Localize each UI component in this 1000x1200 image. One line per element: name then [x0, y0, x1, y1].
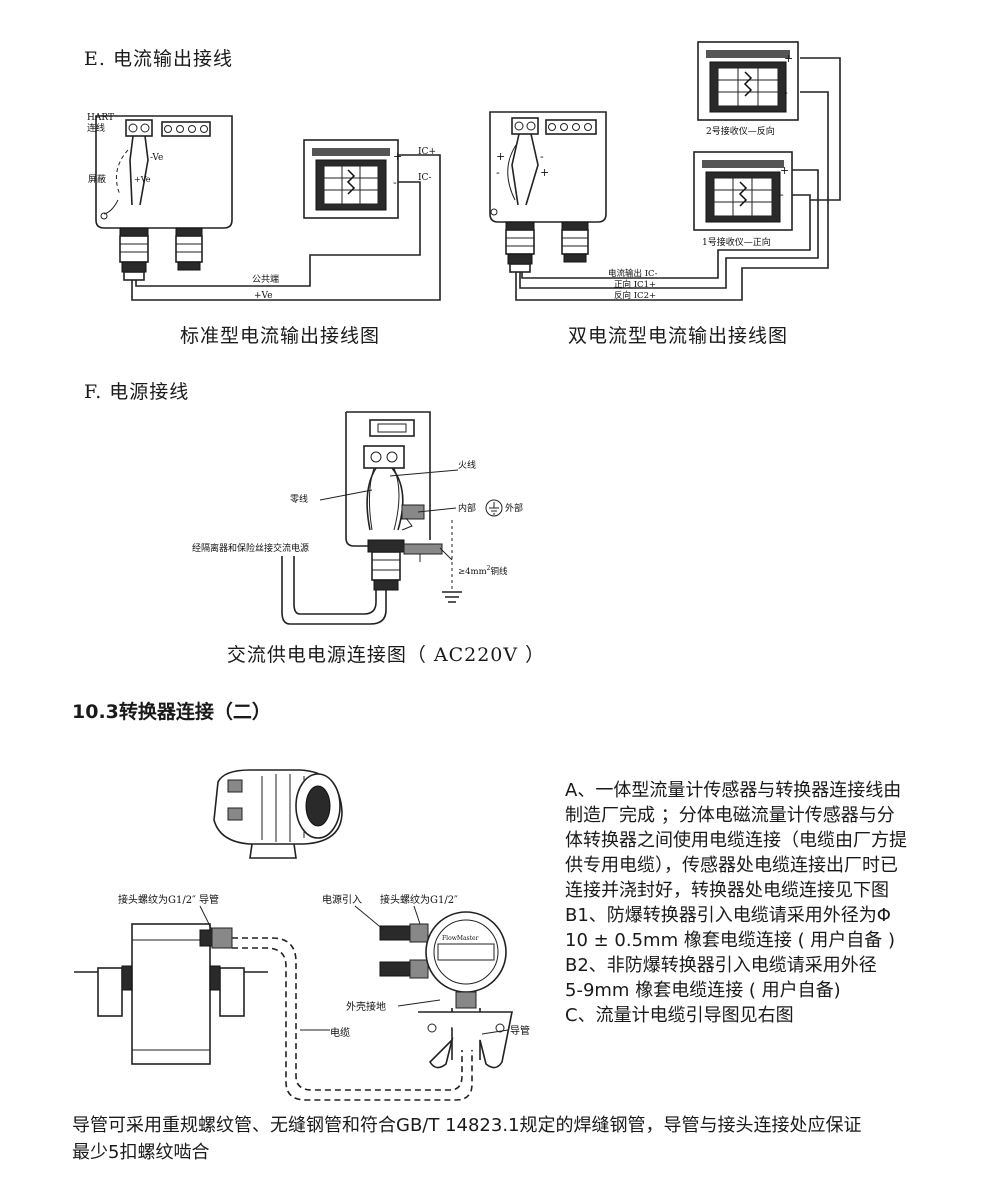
fwd-ic1-label: 正向 IC1+: [614, 279, 656, 290]
hart-wire-label: 连线: [87, 122, 105, 134]
pve-label: +Ve: [254, 291, 273, 301]
svg-text:+: +: [540, 166, 549, 179]
cable-label: 电缆: [330, 1026, 350, 1039]
ac-power-caption: 交流供电电源连接图（ AC220V ）: [226, 644, 546, 666]
hart-label: HART: [87, 113, 114, 123]
recv1-plus: +: [780, 164, 789, 177]
power-in-label: 电源引入: [322, 893, 362, 906]
thread-right-label: 接头螺纹为G1/2″: [380, 893, 458, 906]
brand-label: FlowMaster: [442, 935, 479, 942]
shield-label: 屏蔽: [88, 173, 106, 185]
receiver1-label: 1号接收仪—正向: [702, 236, 771, 248]
section-10-3-heading: 10.3转换器连接（二）: [72, 701, 271, 723]
neg-ve-label: -Ve: [150, 153, 163, 163]
external-label: 外部: [505, 502, 523, 514]
svg-text:+: +: [496, 150, 505, 163]
rev-ic2-label: 反向 IC2+: [614, 290, 656, 301]
copper-wire-label: ≥4mm2铜线: [458, 565, 508, 577]
thread-left-label: 接头螺纹为G1/2″ 导管: [118, 893, 219, 906]
section-f-heading: F. 电源接线: [84, 381, 190, 403]
section-e-heading: E. 电流输出接线: [84, 48, 233, 70]
footer-note: 导管可采用重规螺纹管、无缝钢管和符合GB/T 14823.1规定的焊缝钢管，导管…: [72, 1112, 972, 1166]
ic-pos-label: IC+: [418, 147, 436, 157]
recv1-minus: -: [780, 188, 784, 201]
svg-text:-: -: [540, 150, 544, 163]
dual-diagram-caption: 双电流型电流输出接线图: [567, 325, 788, 347]
footer-line-2: 最少5扣螺纹啮合: [72, 1142, 210, 1163]
receiver2-label: 2号接收仪—反向: [706, 125, 775, 137]
recv2-plus: +: [784, 52, 793, 65]
standard-diagram-caption: 标准型电流输出接线图: [179, 325, 380, 347]
internal-label: 内部: [458, 502, 476, 514]
conduit-label: 导管: [510, 1024, 530, 1037]
plus-terminal: +: [393, 150, 402, 163]
recv2-minus: -: [784, 86, 788, 99]
minus-terminal: -: [393, 176, 397, 189]
footer-line-1: 导管可采用重规螺纹管、无缝钢管和符合GB/T 14823.1规定的焊缝钢管，导管…: [72, 1115, 862, 1136]
common-label: 公共端: [252, 273, 279, 285]
shell-ground-label: 外壳接地: [346, 1000, 386, 1013]
ic-neg-label: IC-: [418, 173, 431, 183]
power-source-label: 经隔离器和保险丝接交流电源: [192, 542, 309, 554]
neutral-wire-label: 零线: [290, 493, 308, 505]
svg-text:-: -: [496, 166, 500, 179]
connection-description: A、一体型流量计传感器与转换器连接线由 制造厂完成 ；分体电磁流量计传感器与分 …: [565, 780, 907, 1026]
out-ic-neg-label: 电流输出 IC-: [608, 268, 658, 279]
live-wire-label: 火线: [458, 459, 476, 471]
pos-ve-label: +Ve: [134, 175, 151, 184]
